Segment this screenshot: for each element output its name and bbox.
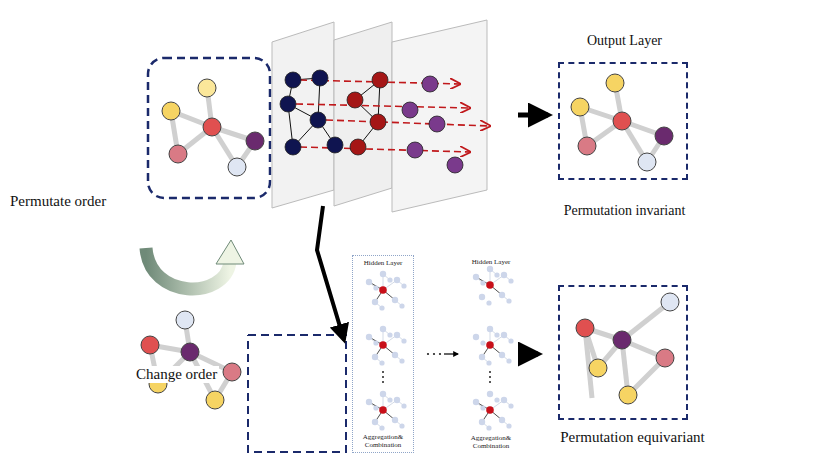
hidden-layer-panel: Hidden LayerAggregation& Combination xyxy=(352,255,414,453)
input-graph-nodes xyxy=(162,79,264,176)
output-box: Permutation equivariant xyxy=(540,280,725,446)
output-arrow xyxy=(518,113,548,118)
node-heading: Hidden Layer xyxy=(472,258,511,266)
node-heading: Hidden Layer xyxy=(364,259,403,267)
plane-graph-edges xyxy=(288,78,380,147)
layer-planes xyxy=(272,20,487,212)
hidden-layer-panel: Hidden LayerAggregation& Combination xyxy=(460,255,522,453)
output-box: Output LayerPermutation invariant xyxy=(552,32,697,220)
feed-arrow xyxy=(317,206,344,340)
permute-arrow xyxy=(146,248,230,289)
plane-graph-nodes xyxy=(280,70,463,173)
input-box xyxy=(148,58,270,198)
annotation-label: Permutate order xyxy=(8,193,108,210)
flow-arrow xyxy=(444,353,458,354)
propagation-arrows xyxy=(296,80,490,152)
annotation-label: Change order xyxy=(134,366,219,383)
equivariant-graph-nodes xyxy=(576,293,679,404)
node-caption: Aggregation& Combination xyxy=(355,433,411,449)
dashed-frame xyxy=(558,285,688,420)
node-caption: Aggregation& Combination xyxy=(462,434,520,450)
mini-graphs xyxy=(366,266,514,431)
reordered-graph-nodes xyxy=(141,311,241,409)
reordered-graph-edges xyxy=(150,320,232,400)
node-heading: Permutation equivariant xyxy=(560,428,705,446)
permute-arrowhead xyxy=(216,240,244,264)
flow-arrow xyxy=(524,352,538,357)
input-loop xyxy=(248,335,346,452)
node-heading: Output Layer xyxy=(587,32,662,50)
equivariant-graph-edges xyxy=(585,302,670,398)
node-caption: Permutation invariant xyxy=(564,202,686,220)
dashed-frame xyxy=(558,62,688,180)
invariant-graph-nodes xyxy=(571,74,673,171)
